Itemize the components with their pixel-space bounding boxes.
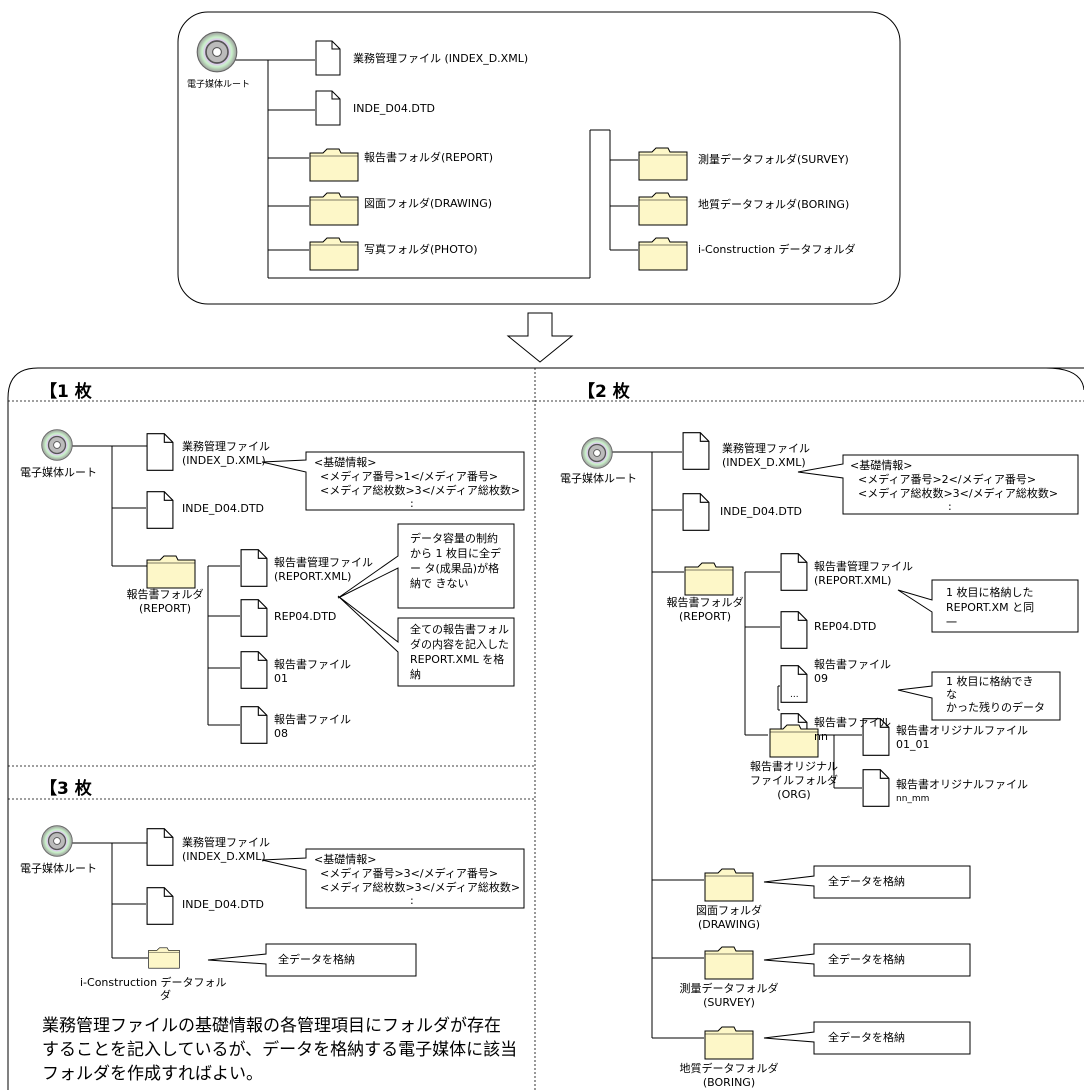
disk2-boring-folder-2[interactable]: (BORING) — [702, 1076, 756, 1089]
disk1-report-file-a-1[interactable]: 報告書ファイル — [274, 658, 351, 671]
disk2-callout-b-1: 1 枚目に格納でき — [946, 675, 1034, 688]
top-index-file[interactable]: 業務管理ファイル (INDEX_D.XML) — [353, 52, 529, 65]
disk1-index-file-1[interactable]: 業務管理ファイル — [182, 440, 270, 453]
disk1-info-4: : — [410, 497, 414, 510]
disk2-info-1: <基礎情報> — [850, 459, 913, 472]
disk2-info-2: <メディア番号>2</メディア番号> — [858, 473, 1037, 486]
disk3-icon-folder-1[interactable]: i-Construction データフォル — [80, 976, 227, 989]
disk2-org-folder-1[interactable]: 報告書オリジナル — [750, 760, 838, 773]
disk1-dtd-file[interactable]: INDE_D04.DTD — [182, 502, 265, 515]
disk3-index-file-2[interactable]: (INDEX_D.XML) — [182, 850, 266, 863]
disk1-report-file-b-2[interactable]: 08 — [274, 727, 288, 740]
disk2-report-xml-1[interactable]: 報告書管理ファイル — [814, 560, 913, 573]
disk2-org-file-a-2[interactable]: 01_01 — [896, 738, 930, 751]
disk1-report-file-b-1[interactable]: 報告書ファイル — [274, 713, 351, 726]
disk2-root-label: 電子媒体ルート — [560, 472, 637, 485]
disk2-survey-folder-1[interactable]: 測量データフォルダ — [679, 982, 779, 995]
disk2-boring-folder-1[interactable]: 地質データフォルダ — [679, 1062, 779, 1075]
disk2-org-file-b-1[interactable]: 報告書オリジナルファイル — [896, 778, 1028, 791]
disk3-icon-folder-2[interactable]: ダ — [160, 989, 171, 1002]
disk2-report-file-b-2[interactable]: nn — [814, 730, 828, 743]
disk2-org-file-a-1[interactable]: 報告書オリジナルファイル — [896, 724, 1028, 737]
disk2-rep-dtd[interactable]: REP04.DTD — [814, 620, 877, 633]
disk3-info-1: <基礎情報> — [314, 853, 377, 866]
top-frame — [177, 11, 901, 305]
disk2-survey-all-data: 全データを格納 — [828, 953, 905, 966]
disk2-callout-a-1: 1 枚目に格納した — [946, 586, 1034, 599]
disk1-root-label: 電子媒体ルート — [20, 466, 97, 479]
disk2-org-folder-3[interactable]: (ORG) — [777, 788, 811, 801]
disk2-index-file-1[interactable]: 業務管理ファイル — [722, 442, 810, 455]
top-report-folder[interactable]: 報告書フォルダ(REPORT) — [364, 151, 494, 164]
disk3-all-data: 全データを格納 — [278, 953, 355, 966]
disk2-dtd-file[interactable]: INDE_D04.DTD — [720, 505, 803, 518]
disk3-info-3: <メディア総枚数>3</メディア総枚数> — [320, 881, 521, 894]
disk1-report-xml-2[interactable]: (REPORT.XML) — [274, 570, 352, 583]
disk1-index-file-2[interactable]: (INDEX_D.XML) — [182, 454, 266, 467]
disk2-report-file-a-1[interactable]: 報告書ファイル — [814, 658, 891, 671]
top-boring-folder[interactable]: 地質データフォルダ(BORING) — [698, 198, 850, 211]
disk3-info-4: : — [410, 894, 414, 907]
disk2-callout-a-3: 一 — [946, 616, 957, 629]
top-root-label: 電子媒体ルート — [187, 80, 251, 90]
disk2-org-file-b-2[interactable]: nn_mm — [896, 794, 930, 804]
disk2-index-file-2[interactable]: (INDEX_D.XML) — [722, 456, 806, 469]
disk2-org-folder-2[interactable]: ファイルフォルダ — [750, 774, 838, 787]
disk1-heading: 【1 枚 — [40, 382, 92, 402]
disk2-report-file-b-1[interactable]: 報告書ファイル — [814, 716, 891, 729]
top-icon-folder[interactable]: i-Construction データフォルダ — [698, 243, 856, 256]
disk3-dtd-file[interactable]: INDE_D04.DTD — [182, 898, 265, 911]
disk2-drawing-folder-2[interactable]: (DRAWING) — [697, 918, 761, 931]
disk1-info-1: <基礎情報> — [314, 456, 377, 469]
disk1-report-file-a-2[interactable]: 01 — [274, 672, 288, 685]
disk3-note-1: 業務管理ファイルの基礎情報の各管理項目にフォルダが存在 — [42, 1016, 501, 1036]
disk1-callout-a-3: ー タ(成果品)が格 — [410, 562, 500, 575]
top-survey-folder[interactable]: 測量データフォルダ(SURVEY) — [698, 153, 849, 166]
disk1-report-folder-1[interactable]: 報告書フォルダ — [126, 588, 204, 601]
disk1-rep-dtd[interactable]: REP04.DTD — [274, 610, 337, 623]
disk2-report-file-a-2[interactable]: 09 — [814, 672, 828, 685]
disk2-report-folder-2[interactable]: (REPORT) — [678, 610, 732, 623]
top-dtd-file[interactable]: INDE_D04.DTD — [353, 102, 436, 115]
disk3-info-2: <メディア番号>3</メディア番号> — [320, 867, 499, 880]
disk2-heading: 【2 枚 — [578, 382, 630, 402]
disk2-callout-a-2: REPORT.XM と同 — [946, 601, 1035, 614]
disk2-callout-b-2: な — [946, 688, 957, 701]
disk1-info-2: <メディア番号>1</メディア番号> — [320, 470, 499, 483]
disk1-report-folder-2[interactable]: (REPORT) — [138, 602, 192, 615]
disk3-heading: 【3 枚 — [40, 779, 92, 799]
disk1-report-xml-1[interactable]: 報告書管理ファイル — [274, 556, 373, 569]
disk1-callout-b-4: 納 — [410, 668, 421, 681]
disk3-root-label: 電子媒体ルート — [20, 862, 97, 875]
disk3-note-2: することを記入しているが、データを格納する電子媒体に該当 — [42, 1040, 518, 1060]
disk2-boring-all-data: 全データを格納 — [828, 1031, 905, 1044]
disk2-report-folder-1[interactable]: 報告書フォルダ — [666, 596, 744, 609]
disk2-report-xml-2[interactable]: (REPORT.XML) — [814, 574, 892, 587]
disk1-callout-a-1: データ容量の制約 — [410, 532, 498, 545]
disk1-info-3: <メディア総枚数>3</メディア総枚数> — [320, 484, 521, 497]
disk2-info-4: : — [948, 500, 952, 513]
disk2-drawing-all-data: 全データを格納 — [828, 875, 905, 888]
disk1-callout-a-4: 納で きない — [410, 577, 469, 590]
disk2-callout-b-3: かった残りのデータ — [946, 701, 1045, 714]
disk2-drawing-folder-1[interactable]: 図面フォルダ — [696, 904, 762, 917]
disk2-ellipsis: ... — [790, 690, 799, 700]
disk3-index-file-1[interactable]: 業務管理ファイル — [182, 836, 270, 849]
disk3-note-3: フォルダを作成すればよい。 — [42, 1064, 263, 1084]
disk1-callout-a-2: から 1 枚目に全デ — [410, 547, 501, 560]
disk1-callout-b-1: 全ての報告書フォル — [410, 623, 509, 636]
top-drawing-folder[interactable]: 図面フォルダ(DRAWING) — [364, 197, 493, 210]
top-photo-folder[interactable]: 写真フォルダ(PHOTO) — [364, 243, 478, 256]
down-arrow — [506, 312, 574, 363]
disk1-callout-b-2: ダの内容を記入した — [410, 638, 509, 651]
disk1-callout-b-3: REPORT.XML を格 — [410, 653, 505, 666]
disk2-info-3: <メディア総枚数>3</メディア総枚数> — [858, 487, 1059, 500]
disk2-survey-folder-2[interactable]: (SURVEY) — [703, 996, 755, 1009]
